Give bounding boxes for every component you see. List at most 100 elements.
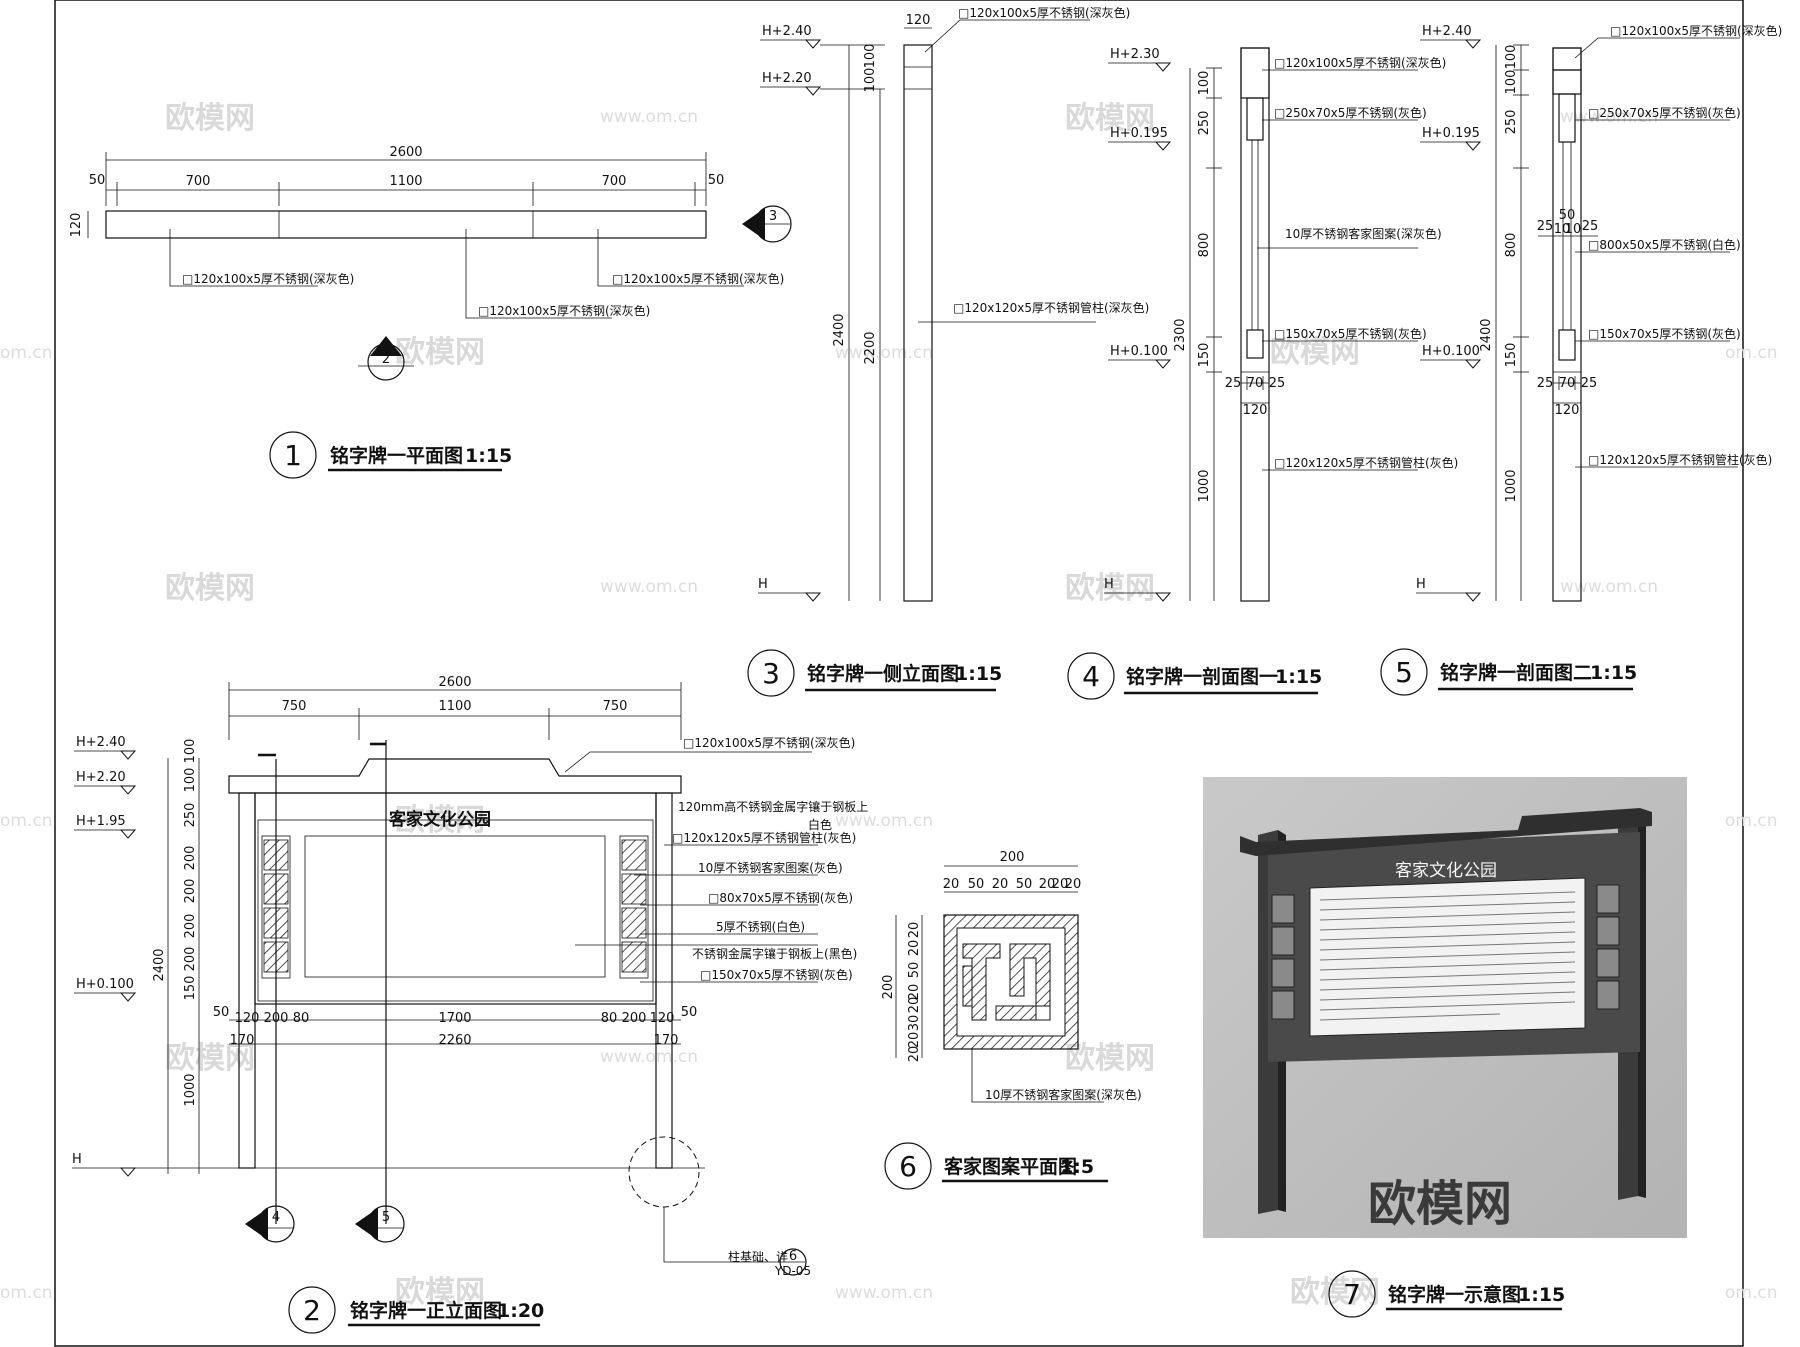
dim-plan-seg2: 1100 [389, 174, 422, 189]
svg-text:□250x70x5厚不锈钢(灰色): □250x70x5厚不锈钢(灰色) [1274, 106, 1427, 120]
svg-text:□120x120x5厚不锈钢管柱(灰色): □120x120x5厚不锈钢管柱(灰色) [1588, 452, 1772, 467]
svg-text:100: 100 [1197, 71, 1212, 96]
render-cap [1240, 808, 1652, 856]
svg-text:200: 200 [622, 1011, 647, 1026]
svg-text:20: 20 [992, 877, 1009, 892]
svg-text:25: 25 [1225, 376, 1242, 391]
svg-text:2260: 2260 [438, 1033, 471, 1048]
svg-text:H+2.40: H+2.40 [1422, 24, 1472, 39]
svg-text:铭字牌一剖面图二: 铭字牌一剖面图二 [1440, 661, 1592, 684]
svg-text:30: 30 [907, 1015, 922, 1032]
svg-text:150: 150 [1504, 343, 1519, 368]
dim-plan-depth: 120 [69, 213, 84, 238]
dim-plan-seg1: 700 [186, 174, 211, 189]
svg-text:25: 25 [1537, 376, 1554, 391]
svg-text:10: 10 [1565, 222, 1582, 237]
section-mark-2: 2 [358, 336, 414, 381]
svg-text:150: 150 [183, 976, 198, 1001]
watermark-brand: 欧模网 [1065, 1041, 1155, 1076]
section-mark-4: 4 [245, 1205, 295, 1243]
svg-text:200: 200 [183, 914, 198, 939]
plan-callout-mid: □120x100x5厚不锈钢(深灰色) [478, 304, 650, 318]
svg-text:铭字牌一平面图: 铭字牌一平面图 [330, 444, 463, 467]
svg-text:200: 200 [183, 879, 198, 904]
svg-text:20: 20 [907, 922, 922, 939]
title-side: 3 铭字牌一侧立面图 1:15 [747, 649, 1002, 697]
svg-text:客家图案平面图: 客家图案平面图 [944, 1155, 1077, 1178]
svg-text:250: 250 [1197, 111, 1212, 136]
svg-text:H: H [1104, 577, 1114, 592]
svg-text:7: 7 [1343, 1278, 1361, 1311]
svg-text:铭字牌一示意图: 铭字牌一示意图 [1388, 1283, 1521, 1306]
svg-text:20: 20 [907, 1046, 922, 1063]
svg-text:H+0.100: H+0.100 [76, 977, 134, 992]
title-pattern: 6 客家图案平面图 1:5 [884, 1142, 1108, 1190]
level-h220: H+2.20 [762, 71, 812, 86]
svg-text:H+0.195: H+0.195 [1110, 126, 1168, 141]
svg-text:YD-05: YD-05 [774, 1264, 811, 1278]
svg-text:1: 1 [284, 439, 302, 472]
watermark-brand: 欧模网 [1065, 571, 1155, 606]
sheet-border [54, 0, 1744, 1347]
svg-text:800: 800 [1504, 233, 1519, 258]
svg-text:□120x120x5厚不锈钢管柱(灰色): □120x120x5厚不锈钢管柱(灰色) [672, 830, 856, 845]
svg-text:H+1.95: H+1.95 [76, 814, 126, 829]
watermark-url: om.cn [1725, 343, 1778, 363]
svg-text:5厚不锈钢(白色): 5厚不锈钢(白色) [716, 919, 805, 934]
section1-cap [1240, 47, 1270, 99]
svg-text:50: 50 [1016, 877, 1033, 892]
svg-text:1:15: 1:15 [1275, 666, 1322, 688]
svg-text:120: 120 [1555, 403, 1580, 418]
svg-text:铭字牌一正立面图: 铭字牌一正立面图 [350, 1299, 502, 1322]
svg-text:100: 100 [863, 44, 878, 69]
svg-text:250: 250 [1504, 110, 1519, 135]
watermark-url: www.om.cn [600, 1047, 698, 1067]
section-one: H+2.30 H+0.195 H+0.100 H 2300 100 250 80… [1067, 47, 1458, 700]
svg-text:1000: 1000 [1504, 469, 1519, 502]
watermark-url: om.cn [1725, 811, 1778, 831]
plan-beam [105, 210, 707, 239]
watermark-url: www.om.cn [600, 577, 698, 597]
watermark-brand: 欧模网 [395, 335, 485, 370]
front-sign-text: 客家文化公园 [388, 809, 491, 830]
svg-text:5: 5 [382, 1210, 390, 1225]
watermark-url: om.cn [0, 343, 53, 363]
svg-text:20: 20 [907, 1032, 922, 1049]
svg-text:H+0.100: H+0.100 [1422, 344, 1480, 359]
svg-text:50: 50 [213, 1005, 230, 1020]
svg-text:750: 750 [603, 699, 628, 714]
watermark-brand: 欧模网 [165, 101, 255, 136]
svg-text:H+2.30: H+2.30 [1110, 47, 1160, 62]
svg-text:□120x100x5厚不锈钢(深灰色): □120x100x5厚不锈钢(深灰色) [1274, 56, 1446, 70]
dim-plan-end-right: 50 [708, 173, 725, 188]
section-mark-5: 5 [355, 1205, 405, 1243]
watermark-url: www.om.cn [835, 1283, 933, 1303]
render-brand-watermark: 欧模网 [1368, 1176, 1512, 1232]
watermark-url: om.cn [1725, 1283, 1778, 1303]
svg-text:50: 50 [907, 962, 922, 979]
svg-text:H+0.195: H+0.195 [1422, 126, 1480, 141]
front-pattern-right [619, 835, 649, 979]
svg-text:H+2.20: H+2.20 [76, 770, 126, 785]
svg-text:170: 170 [654, 1033, 679, 1048]
watermark-brand: 欧模网 [395, 803, 485, 838]
svg-text:铭字牌一侧立面图: 铭字牌一侧立面图 [807, 662, 959, 685]
detail-ref-note: 柱基础、详 [728, 1249, 788, 1264]
svg-text:100: 100 [183, 768, 198, 793]
svg-text:25: 25 [1269, 376, 1286, 391]
side-elevation: H+2.40 H+2.20 H 2400 2200 100 100 120 □1… [747, 6, 1149, 697]
svg-text:100: 100 [1504, 70, 1519, 95]
svg-text:120: 120 [1243, 403, 1268, 418]
svg-text:1:15: 1:15 [1518, 1284, 1565, 1306]
section-two: H+2.40 H+0.195 H+0.100 H 2400 100 100 25… [1380, 24, 1782, 696]
watermark-brand: 欧模网 [1065, 101, 1155, 136]
svg-text:80: 80 [293, 1011, 310, 1026]
render-board [1309, 877, 1586, 1037]
pattern-detail: 200 20 50 20 50 20 20 20 200 20 20 50 20… [881, 850, 1142, 1190]
svg-text:25: 25 [1537, 219, 1554, 234]
svg-text:150: 150 [1197, 343, 1212, 368]
svg-text:□80x70x5厚不锈钢(灰色): □80x70x5厚不锈钢(灰色) [708, 891, 853, 905]
svg-text:6: 6 [899, 1150, 917, 1183]
watermark-url: om.cn [0, 811, 53, 831]
